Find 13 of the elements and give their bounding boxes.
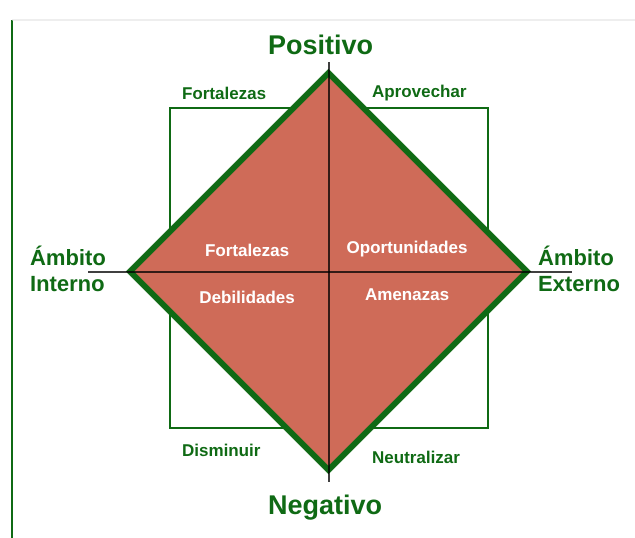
diamond-shape (127, 70, 530, 473)
axis-label: Negativo (268, 490, 382, 521)
quadrant-label: Amenazas (364, 285, 450, 305)
axis-label: Ámbito Interno (30, 245, 107, 298)
strategy-label: Fortalezas (182, 84, 266, 104)
strategy-label: Aprovechar (372, 82, 466, 102)
axis-label: Ámbito Externo (538, 245, 621, 298)
strategy-label: Neutralizar (372, 448, 460, 468)
quadrant-label: Fortalezas (204, 241, 290, 261)
axis-label: Positivo (268, 30, 374, 61)
quadrant-label: Debilidades (199, 288, 295, 308)
strategy-label: Disminuir (182, 441, 260, 461)
quadrant-label: Oportunidades (346, 238, 468, 258)
